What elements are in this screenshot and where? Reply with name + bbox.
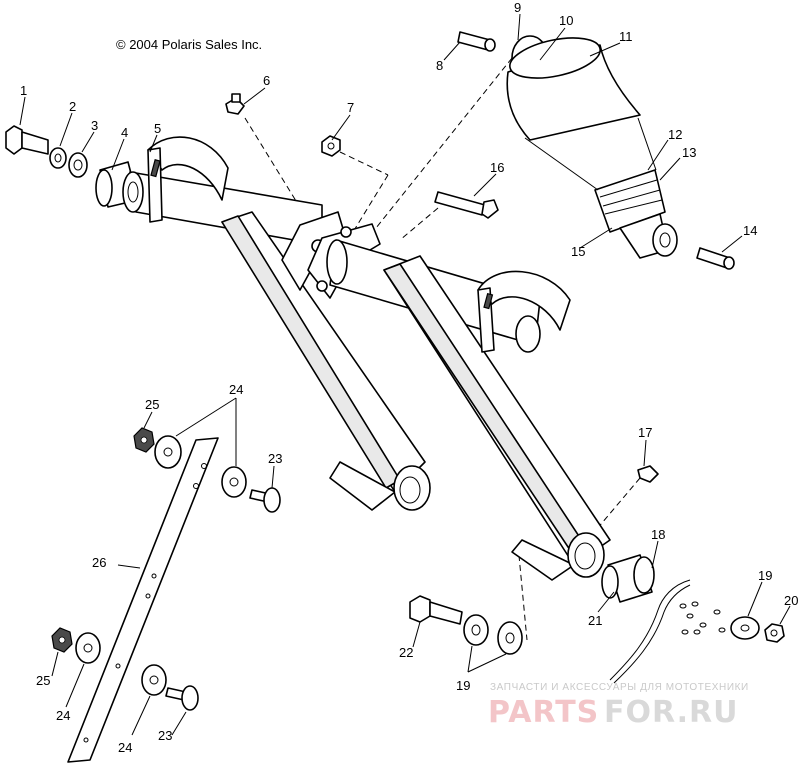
watermark-tagline: ЗАПЧАСТИ И АКСЕССУАРЫ ДЛЯ МОТОТЕХНИКИ bbox=[490, 682, 749, 693]
washer-part-24-mid bbox=[221, 466, 247, 498]
watermark-brand-left: PARTS bbox=[488, 695, 599, 730]
callout-5: 5 bbox=[154, 121, 161, 136]
washer-part-19-right bbox=[730, 616, 760, 640]
callout-15: 15 bbox=[571, 244, 585, 259]
callout-4: 4 bbox=[121, 125, 128, 140]
copyright-text: © 2004 Polaris Sales Inc. bbox=[116, 37, 262, 52]
callout-24-lower-right: 24 bbox=[118, 740, 132, 755]
watermark: ЗАПЧАСТИ И АКСЕССУАРЫ ДЛЯ МОТОТЕХНИКИ PA… bbox=[488, 682, 749, 730]
hole-dots bbox=[679, 601, 726, 635]
callout-3: 3 bbox=[91, 118, 98, 133]
callout-17: 17 bbox=[638, 425, 652, 440]
leader-lines bbox=[19, 13, 791, 736]
callout-16: 16 bbox=[490, 160, 504, 175]
callout-12: 12 bbox=[668, 127, 682, 142]
washer-part-2 bbox=[49, 147, 67, 169]
callout-1: 1 bbox=[20, 83, 27, 98]
washer-part-3 bbox=[68, 152, 88, 178]
callout-13: 13 bbox=[682, 145, 696, 160]
callout-23-upper: 23 bbox=[268, 451, 282, 466]
callout-11: 11 bbox=[619, 29, 633, 44]
callout-20: 20 bbox=[784, 593, 798, 608]
callout-25-upper: 25 bbox=[145, 397, 159, 412]
callout-10: 10 bbox=[559, 13, 573, 28]
assembly-dashed-lines bbox=[244, 57, 641, 641]
shock-absorber-part-11 bbox=[506, 35, 678, 259]
callout-18: 18 bbox=[651, 527, 665, 542]
washers-part-19 bbox=[463, 614, 523, 655]
nut-part-25-lower bbox=[51, 627, 73, 653]
swing-arm-left bbox=[221, 211, 431, 511]
cut-line-2 bbox=[613, 584, 691, 684]
watermark-brand-right: FOR.RU bbox=[604, 695, 739, 730]
bushing-part-18 bbox=[601, 554, 655, 603]
washer-part-24-upper bbox=[154, 435, 182, 469]
strap-clamp-right bbox=[477, 270, 571, 353]
callout-9: 9 bbox=[514, 0, 521, 15]
swing-arm-right bbox=[383, 255, 611, 581]
callout-19-lower: 19 bbox=[456, 678, 470, 693]
callout-2: 2 bbox=[69, 99, 76, 114]
cut-line bbox=[609, 579, 691, 681]
grease-fitting-part-17 bbox=[637, 465, 659, 483]
limiter-strap-part-26 bbox=[67, 437, 219, 763]
bolt-part-22 bbox=[409, 595, 463, 625]
callout-21: 21 bbox=[588, 613, 602, 628]
bolt-part-1 bbox=[5, 125, 49, 155]
nut-part-25-upper bbox=[133, 427, 155, 453]
washer-part-24-lower-left bbox=[75, 632, 101, 664]
callout-6: 6 bbox=[263, 73, 270, 88]
callout-25-lower: 25 bbox=[36, 673, 50, 688]
callout-labels: 1 2 3 4 5 6 7 8 9 10 11 12 13 14 15 16 1… bbox=[20, 0, 798, 755]
callout-8: 8 bbox=[436, 58, 443, 73]
washer-part-24-lower-right bbox=[141, 664, 167, 696]
callout-26: 26 bbox=[92, 555, 106, 570]
bolt-part-23-lower bbox=[165, 685, 199, 711]
callout-24-upper: 24 bbox=[229, 382, 243, 397]
bolt-part-23-upper bbox=[249, 487, 281, 513]
pin-part-14 bbox=[696, 247, 735, 270]
strap-clamp-part-5 bbox=[147, 136, 229, 223]
pin-part-8 bbox=[457, 31, 496, 52]
callout-23-lower: 23 bbox=[158, 728, 172, 743]
center-brackets bbox=[281, 211, 381, 299]
nut-part-7 bbox=[321, 135, 341, 157]
callout-24-lower-left: 24 bbox=[56, 708, 70, 723]
upper-tube-left bbox=[122, 171, 323, 246]
callout-22: 22 bbox=[399, 645, 413, 660]
callout-7: 7 bbox=[347, 100, 354, 115]
callout-19-right: 19 bbox=[758, 568, 772, 583]
bolt-part-16 bbox=[434, 191, 499, 219]
nut-part-20 bbox=[764, 623, 785, 643]
callout-14: 14 bbox=[743, 223, 757, 238]
grease-fitting-part-6 bbox=[225, 93, 245, 115]
